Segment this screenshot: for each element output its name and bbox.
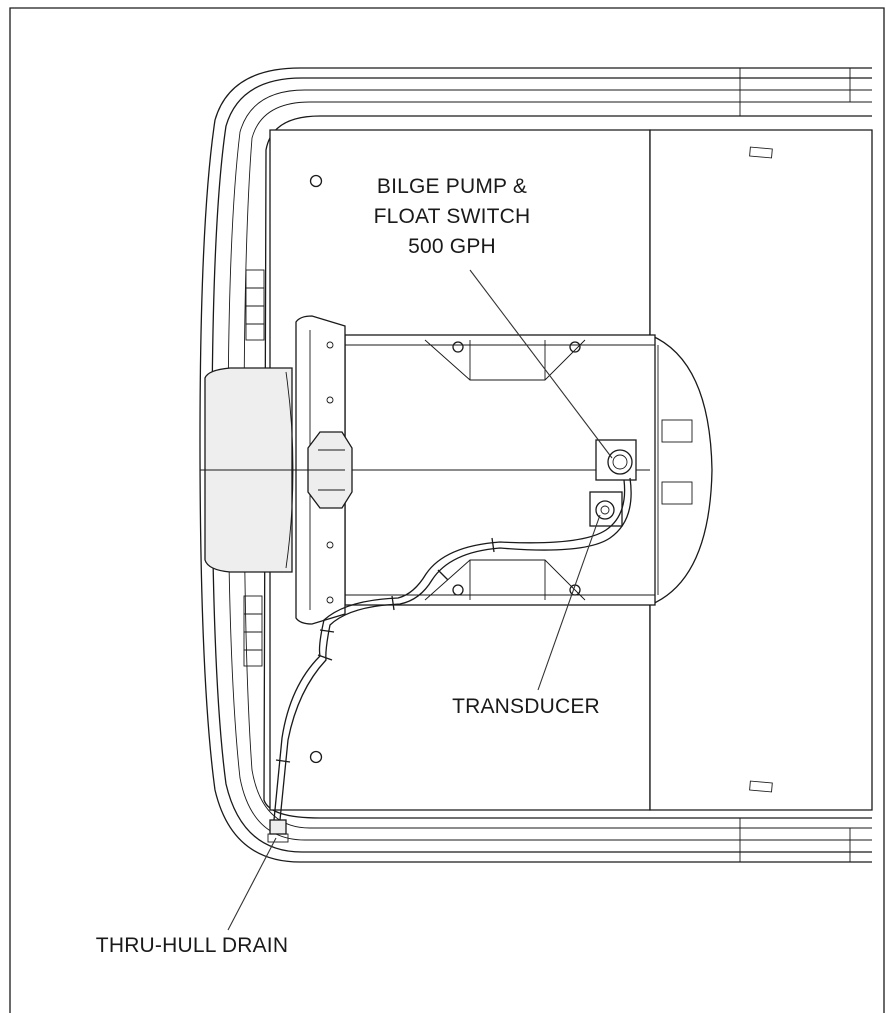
bilge-pump-leader [469, 269, 613, 459]
transducer-fitting [589, 491, 623, 527]
discharge-hose [267, 477, 632, 843]
bilge-pump-label-line1: BILGE PUMP & [377, 175, 527, 198]
grip-blocks [243, 269, 265, 667]
bilge-pump-fitting [595, 439, 637, 481]
center-tank [344, 334, 713, 606]
bilge-pump-label-line2: FLOAT SWITCH [374, 205, 531, 228]
hatch-assembly [200, 315, 353, 625]
transducer-label: TRANSDUCER [452, 695, 600, 718]
image-border [9, 7, 885, 1013]
bilge-pump-label-line3: 500 GPH [408, 235, 496, 258]
thru-hull-drain-label: THRU-HULL DRAIN [96, 934, 288, 957]
thru-hull-leader [227, 837, 277, 931]
transducer-leader [537, 514, 601, 691]
